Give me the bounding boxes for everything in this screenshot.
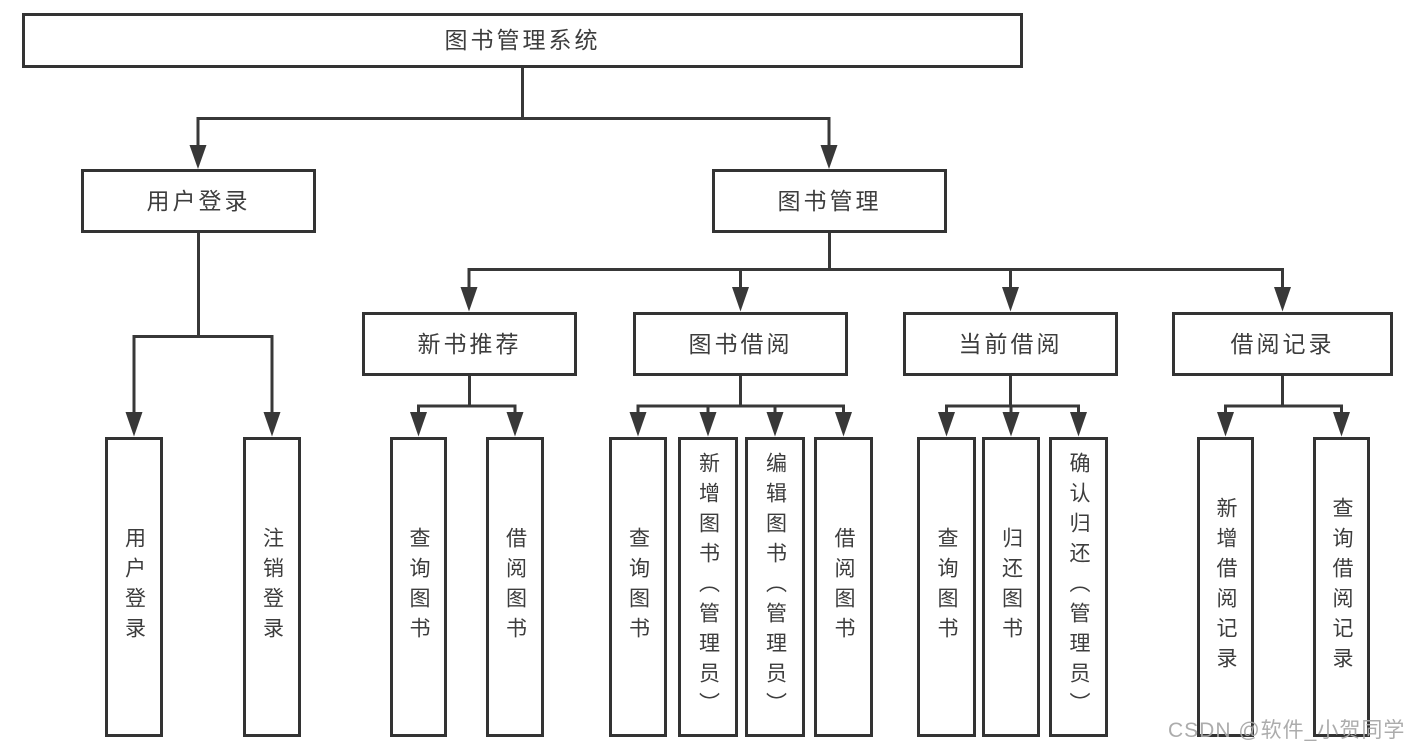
node-book-management: 图书管理	[712, 169, 947, 233]
node-root: 图书管理系统	[22, 13, 1023, 68]
leaf-br-query-record: 查询借阅记录	[1313, 437, 1370, 737]
node-new-book-recommend: 新书推荐	[362, 312, 577, 376]
node-borrow-records: 借阅记录	[1172, 312, 1393, 376]
node-book-borrow: 图书借阅	[633, 312, 848, 376]
leaf-logout: 注销登录	[243, 437, 301, 737]
leaf-user-login: 用户登录	[105, 437, 163, 737]
leaf-bb-query-books: 查询图书	[609, 437, 667, 737]
leaf-br-add-record: 新增借阅记录	[1197, 437, 1254, 737]
node-user-login: 用户登录	[81, 169, 316, 233]
leaf-bb-borrow-books: 借阅图书	[814, 437, 873, 737]
leaf-bb-add-books-admin: 新增图书（管理员）	[678, 437, 738, 737]
leaf-cb-query-books: 查询图书	[917, 437, 976, 737]
leaf-bb-edit-books-admin: 编辑图书（管理员）	[745, 437, 805, 737]
node-current-borrow: 当前借阅	[903, 312, 1118, 376]
leaf-nb-query-books: 查询图书	[390, 437, 447, 737]
leaf-cb-return-books: 归还图书	[982, 437, 1040, 737]
leaf-cb-confirm-return-admin: 确认归还（管理员）	[1049, 437, 1108, 737]
watermark: CSDN @软件_小贺同学	[1168, 719, 1405, 742]
leaf-nb-borrow-books: 借阅图书	[486, 437, 544, 737]
